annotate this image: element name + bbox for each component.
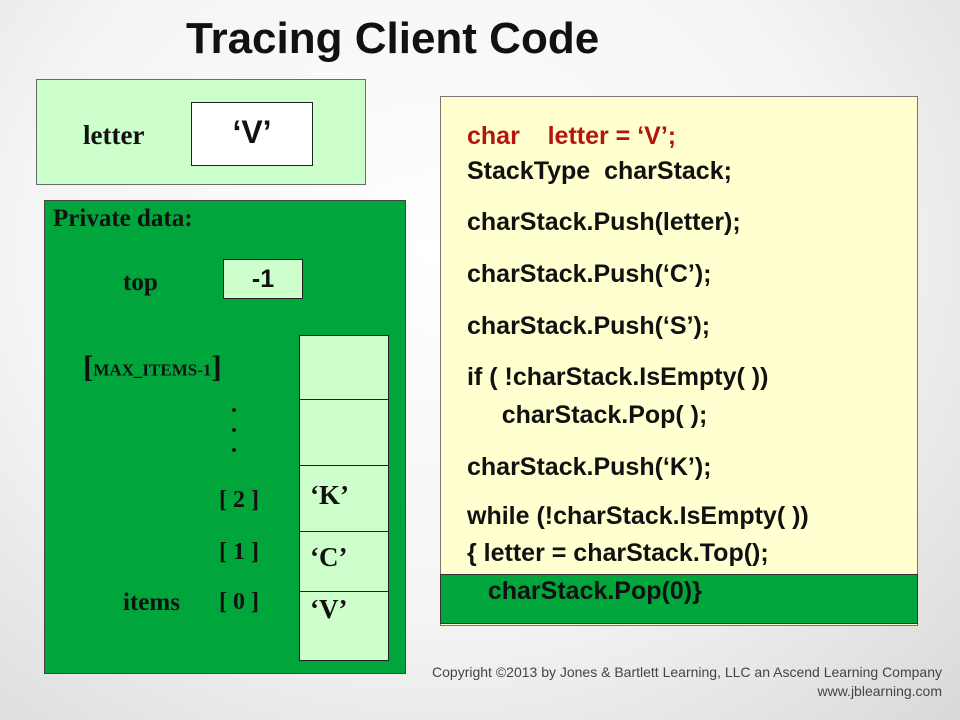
- ellipsis-dots: . . .: [231, 392, 237, 458]
- array-cell-2: ‘K’: [300, 466, 388, 532]
- publisher-url: www.jblearning.com: [817, 683, 943, 699]
- array-cell-max: [300, 336, 388, 400]
- letter-variable-box: letter ‘V’: [36, 79, 366, 185]
- bracket-open: [: [83, 349, 94, 384]
- code-line-7: charStack.Pop( );: [467, 401, 708, 429]
- copyright-notice: Copyright ©2013 by Jones & Bartlett Lear…: [432, 663, 942, 701]
- max-items-index-label: [MAX_ITEMS-1]: [83, 351, 222, 385]
- index-label-2: [ 2 ]: [219, 487, 259, 513]
- top-label: top: [123, 269, 158, 296]
- array-value-2: ‘K’: [310, 480, 349, 510]
- client-code-panel: char letter = ‘V’; StackType charStack; …: [440, 96, 918, 626]
- array-cell-ellipsis: [300, 400, 388, 466]
- items-label: items: [123, 589, 180, 616]
- stack-private-data-panel: Private data: top -1 [MAX_ITEMS-1] . . .…: [44, 200, 406, 674]
- code-line-4: charStack.Push(‘C’);: [467, 260, 712, 288]
- private-data-label: Private data:: [53, 205, 193, 232]
- copyright-line: Copyright ©2013 by Jones & Bartlett Lear…: [432, 664, 942, 680]
- max-items-text: MAX_ITEMS-1: [93, 360, 212, 380]
- code-line-10: { letter = charStack.Top();: [467, 539, 769, 567]
- code-line-6: if ( !charStack.IsEmpty( )): [467, 363, 769, 391]
- code-line-3: charStack.Push(letter);: [467, 208, 741, 236]
- code-line-9: while (!charStack.IsEmpty( )): [467, 502, 809, 530]
- array-value-0: ‘V’: [310, 594, 348, 624]
- code-line-8: charStack.Push(‘K’);: [467, 453, 712, 481]
- slide-title: Tracing Client Code: [186, 14, 600, 63]
- array-value-1: ‘C’: [310, 542, 348, 572]
- code-line-11: charStack.Pop(0)}: [467, 577, 702, 605]
- code-line-2: StackType charStack;: [467, 157, 732, 185]
- letter-label: letter: [83, 120, 145, 150]
- code-line-5: charStack.Push(‘S’);: [467, 312, 711, 340]
- items-array: ‘K’ ‘C’ ‘V’: [299, 335, 389, 661]
- top-value-cell: -1: [223, 259, 303, 299]
- letter-value-cell: ‘V’: [191, 102, 313, 166]
- index-label-0: [ 0 ]: [219, 589, 259, 615]
- array-cell-0: ‘V’: [300, 592, 388, 660]
- current-line-highlight: [440, 574, 918, 624]
- index-label-1: [ 1 ]: [219, 539, 259, 565]
- code-line-1: char letter = ‘V’;: [467, 122, 677, 150]
- bracket-close: ]: [211, 349, 222, 384]
- array-cell-1: ‘C’: [300, 532, 388, 592]
